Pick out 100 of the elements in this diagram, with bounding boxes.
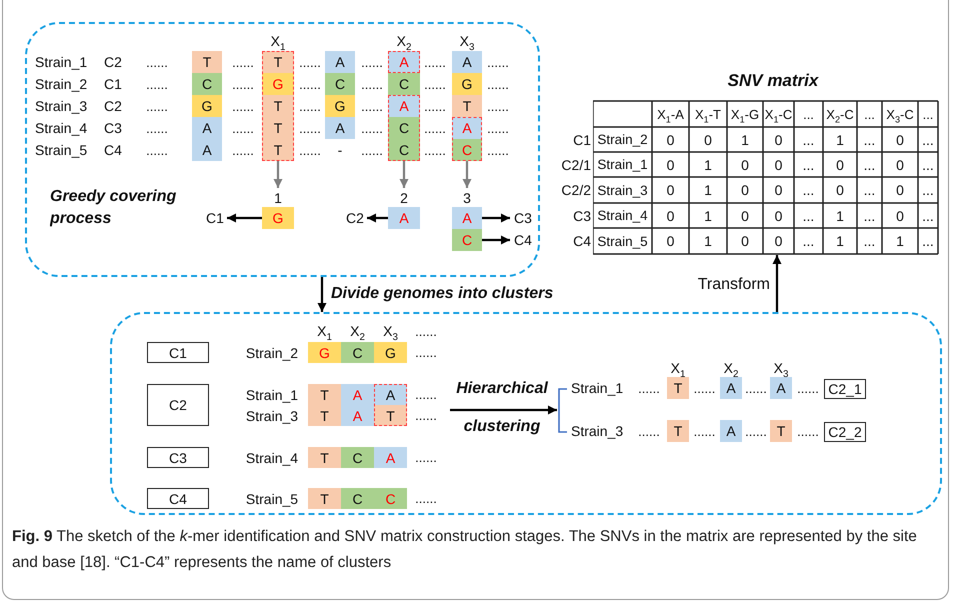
row-header: Strain_5 — [596, 232, 649, 251]
nucleotide-cell: C — [388, 139, 420, 161]
snv-highlight — [374, 384, 407, 426]
ellipsis: ...... — [423, 142, 447, 160]
matrix-value: 0 — [774, 130, 784, 150]
site-label: X$_{1}$ — [270, 32, 286, 51]
cluster-label: C4 — [510, 229, 536, 251]
ellipsis: ...... — [744, 380, 768, 398]
nucleotide-cell: T — [308, 405, 341, 426]
ellipsis: ...... — [796, 422, 820, 440]
process-panel — [25, 22, 540, 277]
nucleotide-cell: T — [770, 420, 792, 442]
ellipsis: ...... — [145, 142, 169, 160]
column-header: ... — [863, 106, 876, 124]
matrix-value: 1 — [703, 232, 713, 251]
matrix-value: ... — [921, 181, 935, 200]
column-header: ... — [922, 106, 934, 124]
ellipsis: ...... — [360, 120, 384, 138]
arrow — [450, 406, 557, 414]
matrix-value: ... — [921, 130, 935, 150]
matrix-value: 1 — [703, 181, 713, 200]
edge-label: Hierarchical clustering — [455, 379, 549, 437]
ellipsis: ...... — [486, 76, 510, 94]
matrix-value: ... — [862, 181, 876, 200]
nucleotide-cell: C — [388, 73, 420, 95]
matrix-value: 0 — [774, 181, 784, 200]
edge-label: Divide genomes into clusters — [331, 284, 554, 304]
nucleotide-cell: C — [325, 73, 355, 95]
matrix-value: ... — [862, 206, 876, 226]
nucleotide-cell: A — [192, 139, 222, 161]
nucleotide-cell: A — [770, 377, 792, 399]
strain-label: Strain_3 — [244, 406, 300, 426]
column-header: X$_{1}$-T — [694, 106, 722, 126]
matrix-value: 0 — [740, 232, 750, 251]
matrix-value: 1 — [703, 206, 713, 226]
step-number: 2 — [399, 188, 409, 207]
ellipsis: ...... — [298, 120, 322, 138]
ellipsis: ...... — [423, 76, 447, 94]
ellipsis: ...... — [637, 380, 661, 398]
snv-highlight — [452, 117, 482, 161]
nucleotide-cell: C — [192, 73, 222, 95]
ellipsis: ...... — [298, 142, 322, 160]
nucleotide-cell: A — [452, 117, 482, 139]
matrix-value: ... — [921, 232, 935, 251]
matrix-value: 0 — [895, 130, 905, 150]
cluster-box: C4 — [147, 488, 209, 509]
matrix-value: 1 — [835, 206, 845, 226]
ellipsis: ...... — [298, 76, 322, 94]
row-header: Strain_2 — [596, 131, 649, 149]
cluster-label: C2/1 — [560, 156, 591, 174]
ellipsis: ...... — [414, 322, 438, 340]
ellipsis: ...... — [414, 490, 438, 508]
matrix-value: ... — [802, 156, 816, 174]
nucleotide-cell: A — [452, 51, 482, 73]
step-number: 3 — [462, 188, 472, 207]
arrow — [462, 161, 472, 188]
nucleotide-cell: C — [341, 447, 374, 468]
site-label: X$_{3}$ — [382, 322, 399, 341]
cluster-box: C1 — [147, 342, 209, 363]
ellipsis: ...... — [414, 344, 438, 362]
figure-caption: Fig. 9 The sketch of the k-mer identification and SNV matrix construction stages. The SNVs in the matrix are represented by the site and base [18]. “C1-C4” represents the name of clusters — [12, 527, 918, 573]
nucleotide-cell: C — [452, 139, 482, 161]
strain-label: Strain_2 — [244, 344, 300, 363]
arrow — [227, 214, 262, 222]
ellipsis: ...... — [231, 98, 255, 116]
nucleotide-cell: G — [325, 95, 355, 117]
matrix-value: 0 — [666, 156, 676, 174]
matrix-value: 1 — [703, 156, 713, 174]
nucleotide-cell: A — [388, 95, 420, 117]
table-title: SNV matrix — [726, 71, 820, 91]
matrix-value: 0 — [895, 206, 905, 226]
cluster-label: C1 — [203, 207, 227, 229]
nucleotide-cell-text: - — [336, 141, 344, 160]
ellipsis: ...... — [145, 98, 169, 116]
site-label: X$_{1}$ — [316, 322, 333, 341]
ellipsis: ...... — [423, 120, 447, 138]
strain-label: Strain_3 — [35, 97, 88, 116]
snv-highlight — [262, 51, 294, 161]
matrix-value: 0 — [666, 206, 676, 226]
nucleotide-cell: T — [262, 51, 294, 73]
nucleotide-cell: A — [325, 117, 355, 139]
nucleotide-cell: C — [341, 488, 374, 509]
arrow — [772, 255, 782, 312]
nucleotide-cell: A — [388, 207, 420, 229]
matrix-value: ... — [862, 232, 876, 251]
nucleotide-cell: T — [262, 139, 294, 161]
matrix-value: ... — [802, 130, 816, 150]
cluster-box: C3 — [147, 447, 209, 468]
cluster-label: C4 — [572, 232, 591, 251]
strain-label: Strain_4 — [35, 119, 88, 138]
ellipsis: ...... — [298, 98, 322, 116]
arrow — [482, 236, 510, 244]
nucleotide-cell: C — [341, 342, 374, 363]
cluster-label: C1 — [572, 130, 591, 150]
snv-highlight — [388, 95, 420, 161]
strain-label: Strain_2 — [35, 75, 88, 94]
cluster-label: C3 — [572, 206, 591, 226]
nucleotide-cell: T — [262, 117, 294, 139]
site-label: X$_{3}$ — [772, 358, 790, 377]
nucleotide-cell: A — [374, 447, 407, 468]
